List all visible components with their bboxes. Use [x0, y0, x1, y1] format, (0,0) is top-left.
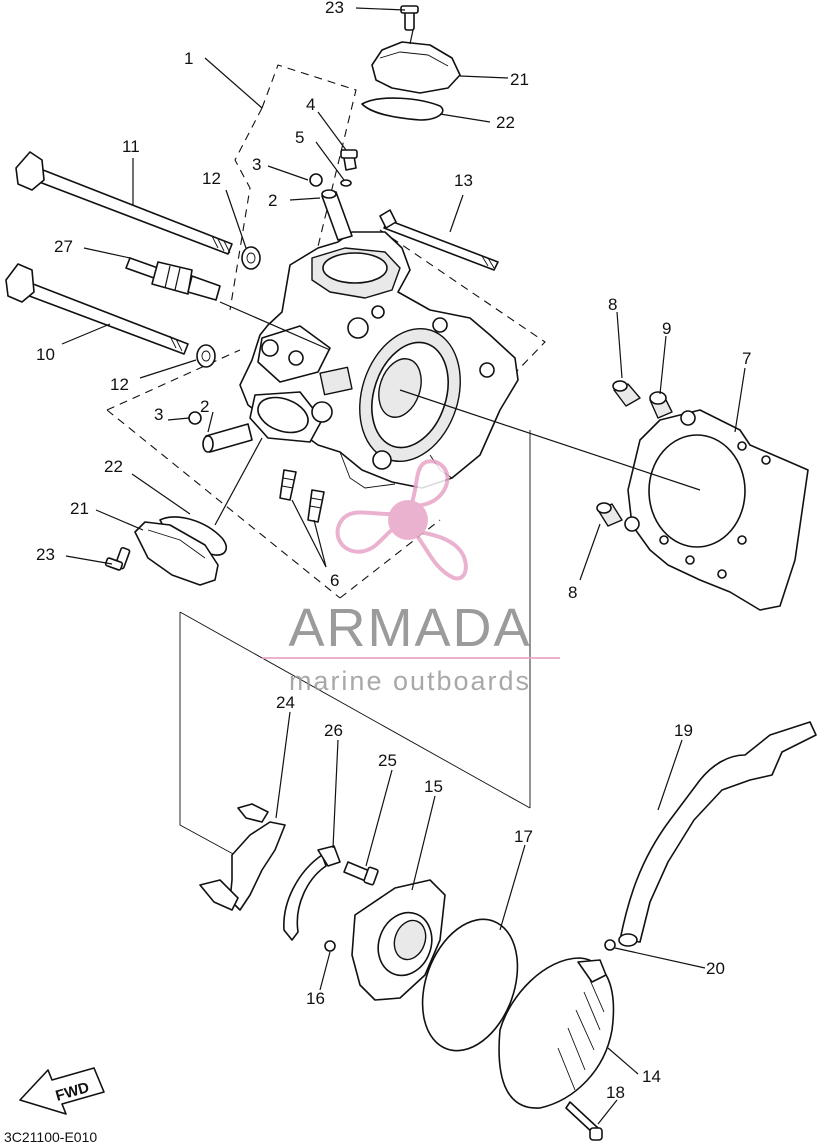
- callout-9: 9: [662, 319, 671, 338]
- callout-12-bottom: 12: [110, 375, 129, 394]
- callout-18: 18: [606, 1083, 625, 1102]
- dowel-and-bolt-top: [309, 149, 358, 241]
- fwd-arrow: FWD: [19, 1067, 105, 1115]
- armada-propeller-logo: [335, 459, 468, 581]
- callout-10: 10: [36, 345, 55, 364]
- callout-2-top: 2: [268, 191, 277, 210]
- watermark-underline: [262, 657, 560, 659]
- callout-23-top: 23: [325, 0, 344, 17]
- callout-15: 15: [424, 777, 443, 796]
- callout-25: 25: [378, 751, 397, 770]
- diagram-code: 3C21100-E010: [4, 1129, 97, 1145]
- cylinder-head: [239, 231, 519, 489]
- callout-1: 1: [184, 49, 193, 68]
- callout-19: 19: [674, 721, 693, 740]
- bracket-24: [199, 803, 286, 911]
- o-ring-17: [421, 918, 519, 1052]
- callout-17: 17: [514, 827, 533, 846]
- assembly-outline: [106, 64, 546, 856]
- callout-22-top: 22: [496, 113, 515, 132]
- hose-19: [604, 721, 817, 951]
- callout-12-top: 12: [202, 169, 221, 188]
- callout-21-top: 21: [510, 70, 529, 89]
- washers: [196, 246, 261, 368]
- callout-8-bottom: 8: [568, 583, 577, 602]
- watermark-brand: ARMADA: [288, 598, 531, 658]
- long-bolts: [5, 151, 499, 355]
- callout-3-top: 3: [252, 155, 261, 174]
- bolt-25: [343, 861, 379, 886]
- callout-23-left: 23: [36, 545, 55, 564]
- callout-labels: 23 21 22 1 4 5 3 2 11 12 13 27 10 12 3 2…: [36, 0, 751, 1102]
- studs: [279, 469, 325, 523]
- callout-24: 24: [276, 693, 295, 712]
- callout-11: 11: [122, 137, 140, 156]
- callout-3-bottom: 3: [154, 405, 163, 424]
- top-cap-assembly: [361, 5, 461, 121]
- spark-plug: [125, 257, 221, 301]
- dowel-lower: [188, 411, 253, 453]
- leader-lines: [61, 7, 746, 1125]
- callout-13: 13: [454, 171, 473, 190]
- callout-8-top: 8: [608, 295, 617, 314]
- watermark-tagline: marine outboards: [289, 666, 531, 696]
- callout-4: 4: [306, 95, 315, 114]
- retaining-clip-26: [283, 845, 341, 941]
- armada-watermark: ARMADA marine outboards: [262, 459, 560, 696]
- callout-2-bottom: 2: [200, 397, 209, 416]
- cylinder-gasket: [624, 409, 809, 611]
- left-cap-assembly: [104, 516, 227, 586]
- plate-15: [324, 879, 446, 1001]
- callout-7: 7: [742, 349, 751, 368]
- callout-20: 20: [706, 959, 725, 978]
- callout-21-left: 21: [70, 499, 89, 518]
- cover-14: [498, 957, 615, 1141]
- callout-22-left: 22: [104, 457, 123, 476]
- collars: [596, 380, 673, 527]
- callout-16: 16: [306, 989, 325, 1008]
- callout-14: 14: [642, 1067, 661, 1086]
- callout-6: 6: [330, 571, 339, 590]
- callout-26: 26: [324, 721, 343, 740]
- callout-27: 27: [54, 237, 73, 256]
- callout-5: 5: [295, 128, 304, 147]
